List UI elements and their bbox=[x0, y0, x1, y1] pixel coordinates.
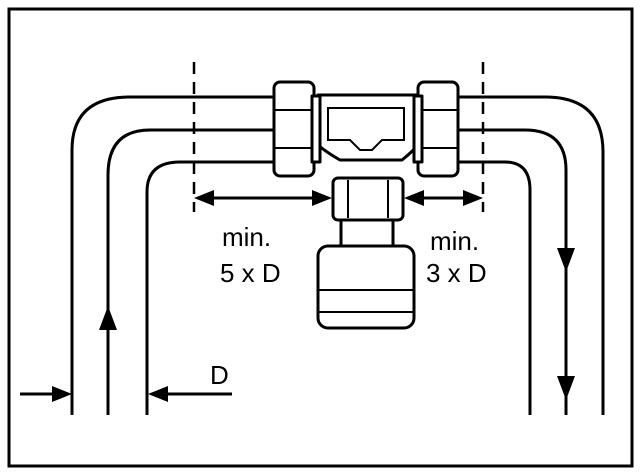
flow-arrow-down-lower bbox=[557, 315, 575, 400]
dimension-arrow-right-end bbox=[463, 190, 483, 206]
left-compression-nut bbox=[272, 80, 322, 178]
label-right-factor: 3 x D bbox=[426, 258, 487, 288]
right-pipe bbox=[455, 95, 605, 415]
diameter-arrow-right bbox=[148, 386, 232, 402]
sensor-assembly bbox=[316, 176, 416, 330]
sensor-hex-nut bbox=[331, 176, 405, 222]
flow-arrow-up bbox=[99, 306, 117, 405]
label-left-factor: 5 x D bbox=[220, 258, 281, 288]
right-pipe-outer-wall bbox=[455, 95, 605, 415]
tee-window bbox=[327, 107, 405, 151]
flow-arrow-down-upper bbox=[557, 210, 575, 272]
dimension-arrow-left-start bbox=[194, 190, 214, 206]
diameter-arrow-left bbox=[20, 386, 72, 402]
dimension-arrow-left-end bbox=[312, 190, 332, 206]
left-pipe-inner-wall bbox=[145, 160, 280, 415]
sensor-housing bbox=[316, 244, 416, 330]
dimension-min-5xD bbox=[194, 190, 332, 206]
label-diameter: D bbox=[210, 360, 229, 390]
tee-fitting bbox=[272, 80, 460, 178]
dimension-min-3xD bbox=[404, 190, 483, 206]
dimension-arrow-right-start bbox=[404, 190, 424, 206]
sensor-neck bbox=[339, 218, 395, 248]
right-compression-nut bbox=[412, 80, 460, 178]
diagram-frame bbox=[7, 7, 634, 468]
label-right-min: min. bbox=[430, 226, 479, 256]
right-pipe-centerline bbox=[455, 128, 568, 415]
right-pipe-inner-wall bbox=[455, 160, 532, 415]
left-pipe bbox=[70, 95, 280, 415]
label-left-min: min. bbox=[222, 222, 271, 252]
left-pipe-centerline bbox=[106, 128, 280, 415]
left-pipe-outer-wall bbox=[70, 95, 280, 415]
